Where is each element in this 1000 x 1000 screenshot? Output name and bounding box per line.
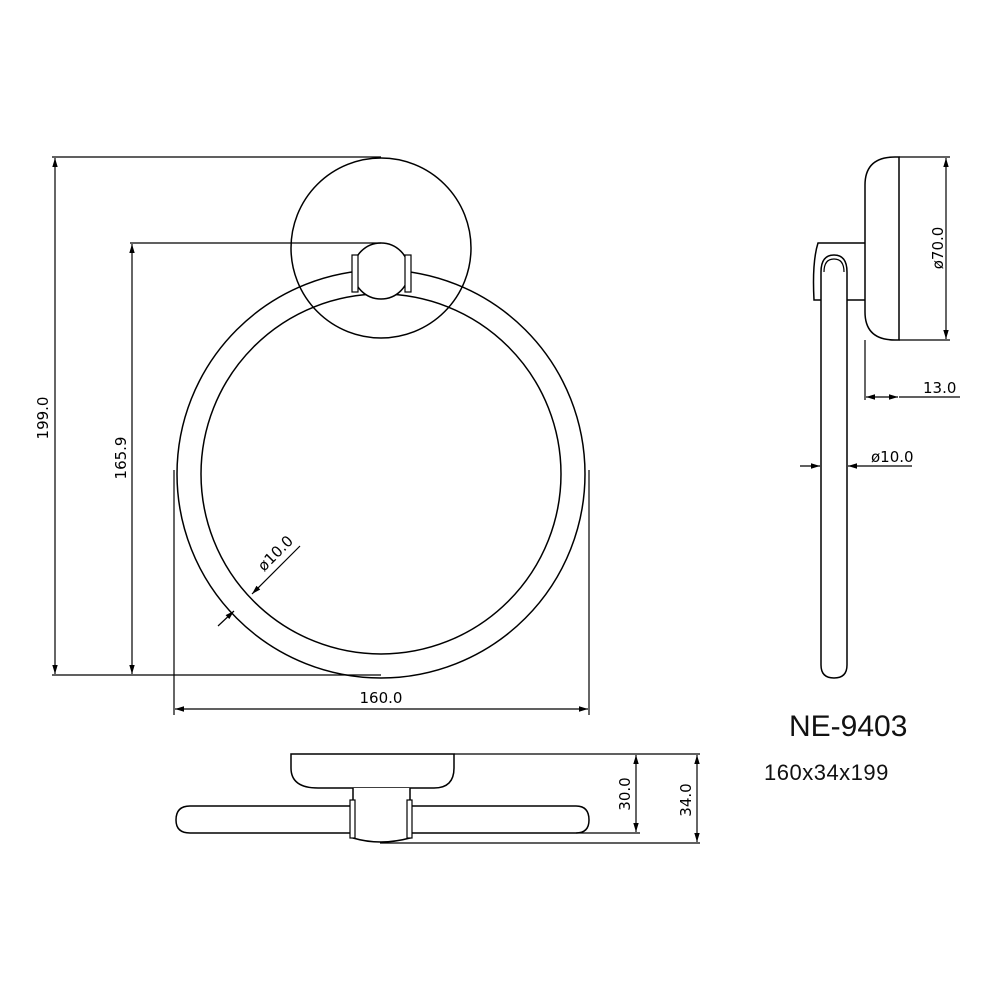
- hub-collar-left: [351, 254, 359, 293]
- ring-hub: [352, 242, 410, 300]
- dim-ring-tube-diameter: ø10.0: [254, 532, 297, 575]
- dim-base-projection: 30.0: [616, 777, 634, 810]
- side-view: ø70.0 13.0 ø10.0: [800, 156, 960, 679]
- dim-ring-height: 165.9: [112, 437, 130, 480]
- dim-total-depth: 34.0: [677, 783, 695, 816]
- dim-base-diameter: ø70.0: [929, 227, 947, 270]
- front-view: 199.0 165.9 160.0 ø10.0: [34, 156, 590, 715]
- top-base-profile: [290, 753, 455, 789]
- side-base-profile: [864, 156, 900, 341]
- side-mount-block: [812, 242, 865, 301]
- top-view: 30.0 34.0: [175, 753, 700, 844]
- top-hub: [352, 788, 411, 843]
- ring-outer-edge: [176, 269, 586, 679]
- dim-side-tube-diameter: ø10.0: [871, 448, 914, 466]
- ring-inner-edge: [200, 293, 562, 655]
- dim-total-height: 199.0: [34, 397, 52, 440]
- side-ring-tube: [820, 254, 848, 679]
- model-number: NE-9403: [789, 710, 908, 743]
- wall-base-disc: [290, 157, 472, 339]
- dim-base-depth: 13.0: [923, 379, 956, 397]
- hub-collar-right: [404, 254, 412, 293]
- overall-size: 160x34x199: [764, 760, 889, 785]
- dim-ring-width: 160.0: [360, 689, 403, 707]
